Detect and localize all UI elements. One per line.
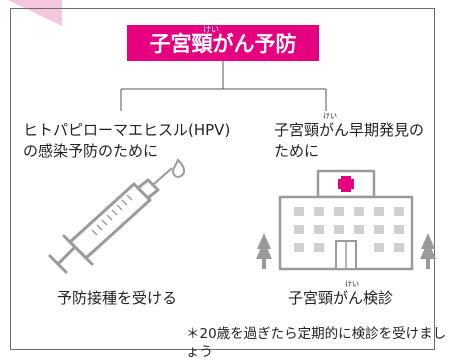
title-box: 子宮頸がん予防 [127,25,319,61]
left-heading-line2: の感染予防のために [23,142,159,160]
syringe-icon [48,158,186,274]
left-caption: 予防接種を受ける [57,289,178,307]
right-caption: 子宮頸がん検診 [288,289,394,307]
corner-decoration [8,0,62,26]
hospital-icon [256,169,436,271]
right-branch-heading: 子宮頸がん早期発見の ために [274,120,439,162]
branch-connector [120,61,327,111]
right-heading-ruby: けい [323,112,337,120]
footnote: ＊20歳を過ぎたら定期的に検診を受けましょう [186,326,447,360]
right-heading-line2: ために [274,142,320,160]
title-text: 子宮頸がん予防 [149,32,297,56]
right-caption-ruby: けい [345,280,359,288]
title-ruby: けい [203,25,219,34]
left-branch-heading: ヒトパピローマエヒスル(HPV) の感染予防のために [23,120,273,162]
right-heading-line1: 子宮頸がん早期発見の [274,121,425,139]
left-heading-line1: ヒトパピローマエヒスル(HPV) [23,121,231,139]
diagram-frame [10,8,435,350]
